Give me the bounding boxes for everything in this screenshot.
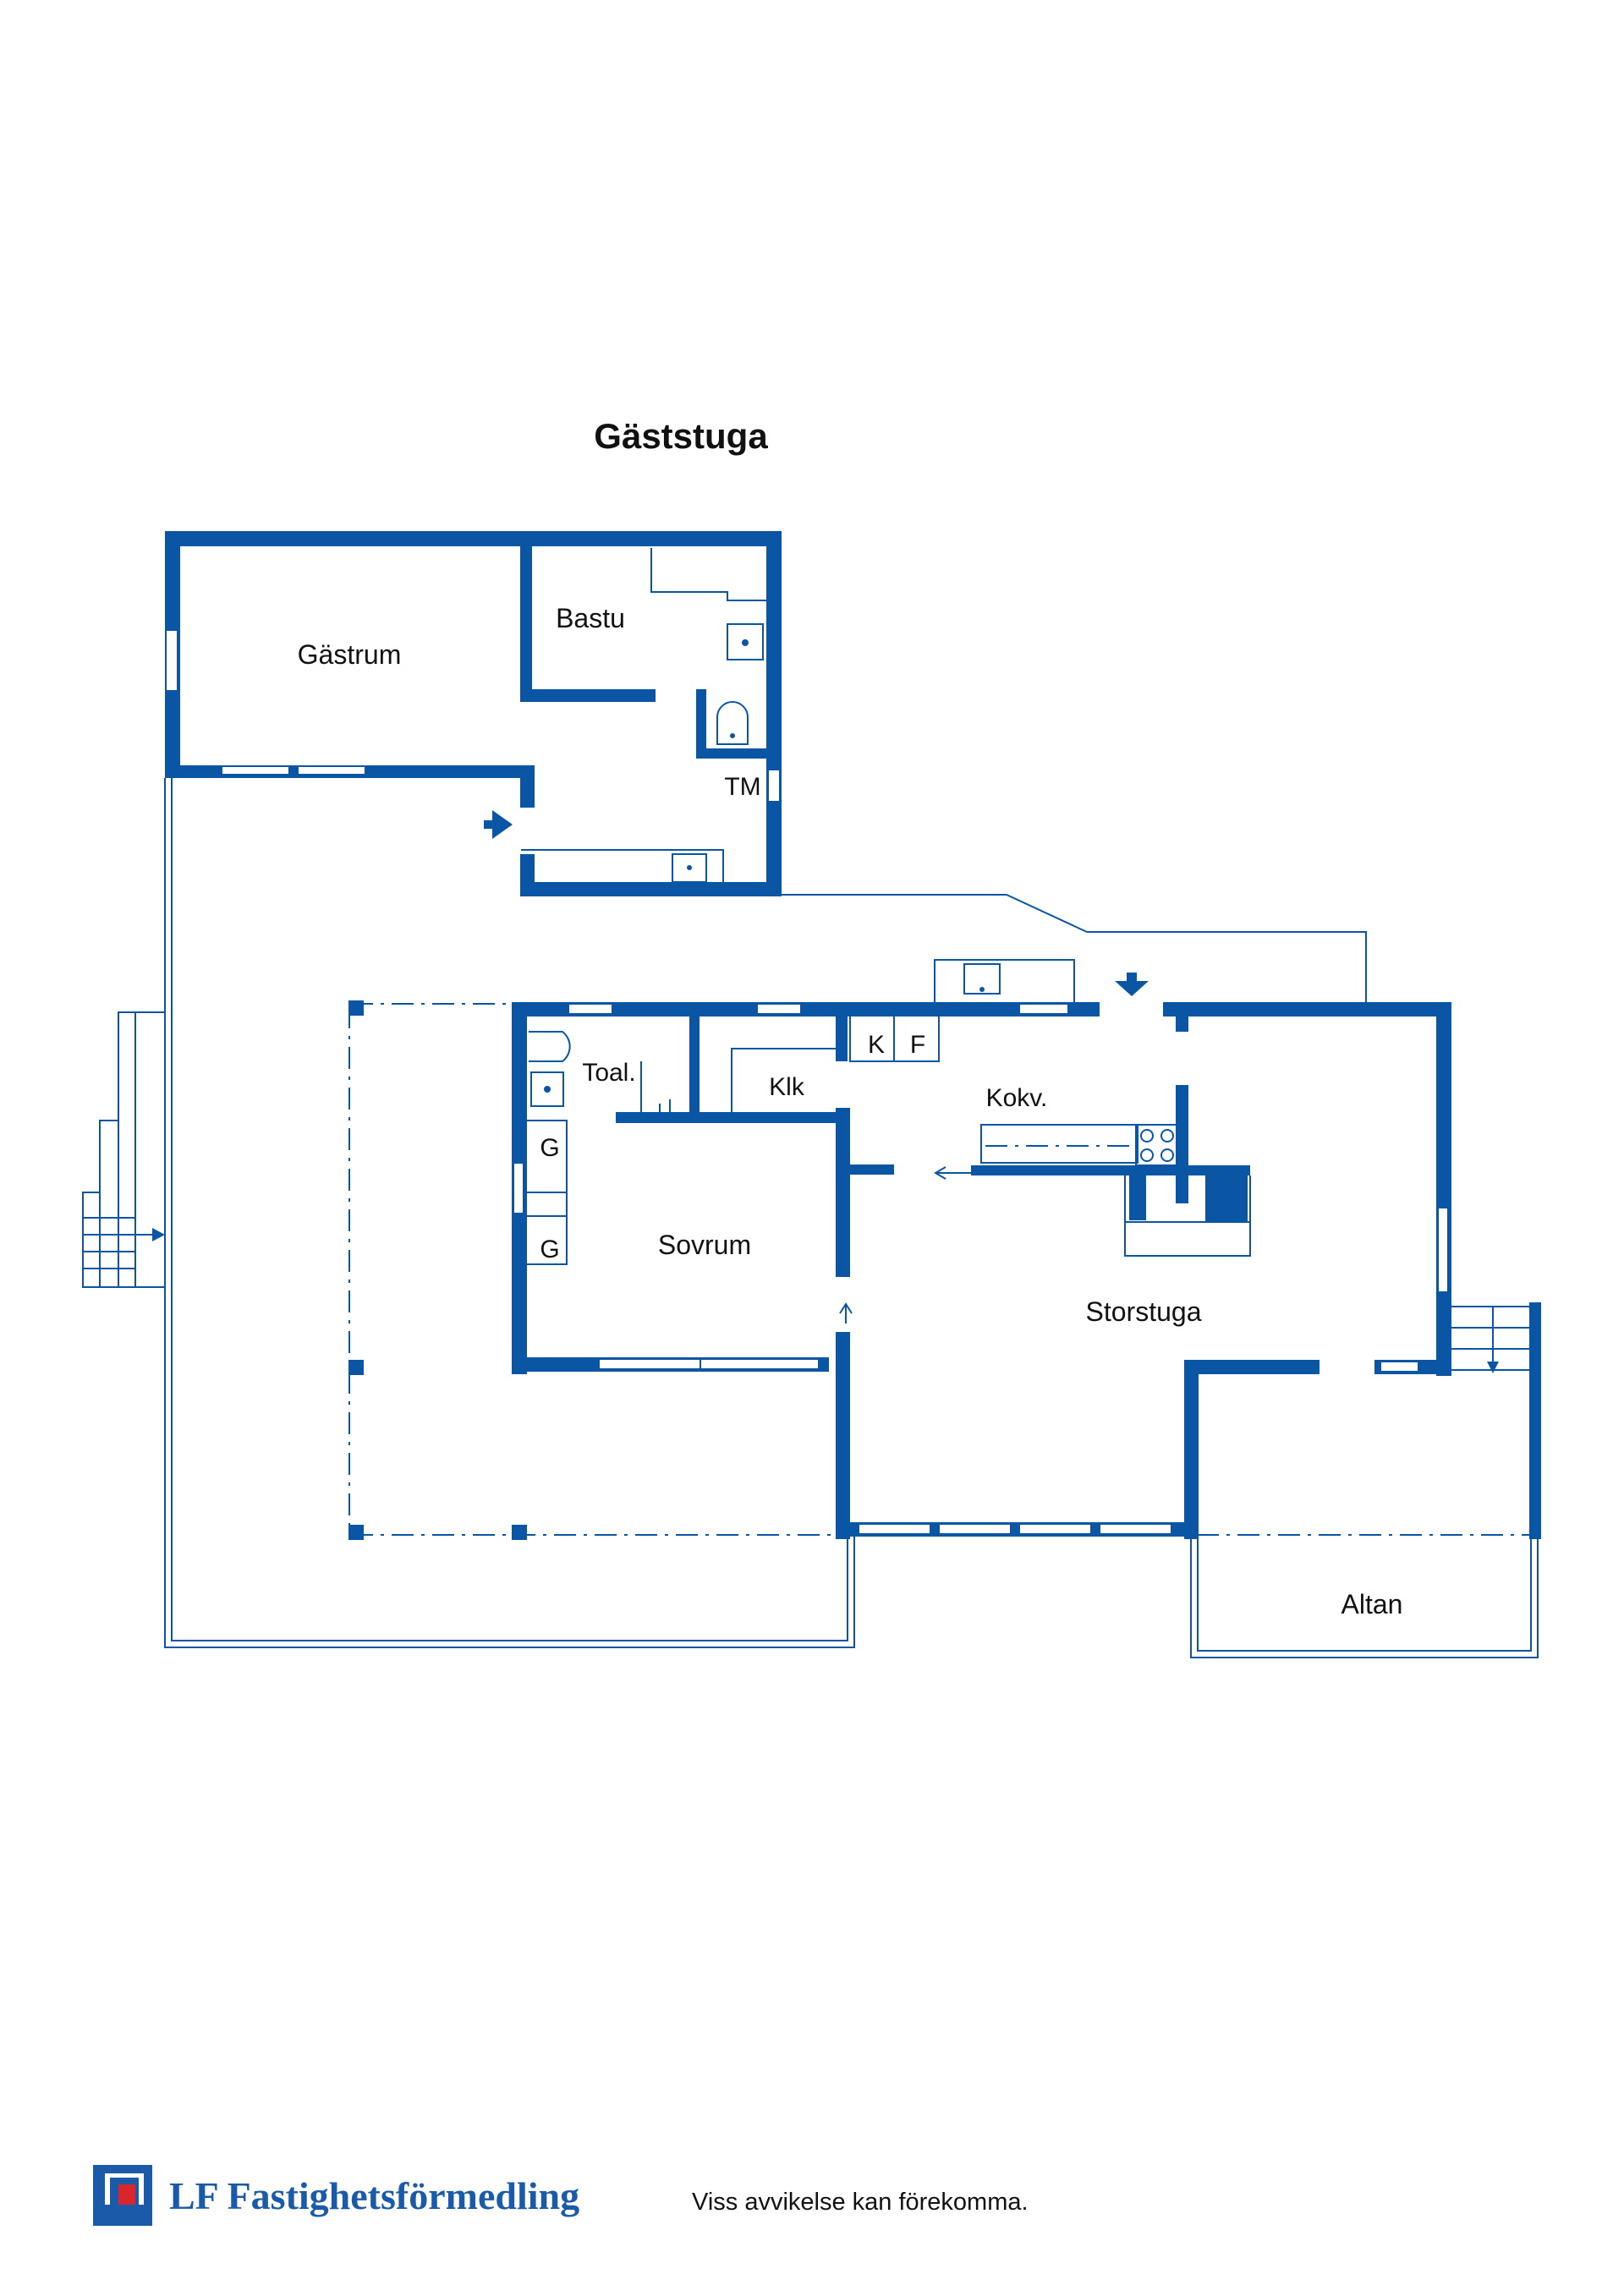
main-wing <box>348 959 1541 1658</box>
room-g1: G <box>540 1134 559 1162</box>
room-kokv: Kokv. <box>986 1084 1048 1112</box>
disclaimer: Viss avvikelse kan förekomma. <box>692 2189 1029 2216</box>
deck-outline <box>82 778 1367 1648</box>
guest-wing <box>165 531 782 896</box>
room-tm: TM <box>724 773 760 801</box>
room-klk: Klk <box>769 1073 805 1101</box>
room-toal: Toal. <box>582 1059 635 1087</box>
brand-logo <box>93 2165 152 2226</box>
brand-name: LF Fastighetsförmedling <box>169 2174 579 2217</box>
plan-title: Gäststuga <box>594 416 768 456</box>
room-labels: Gästrum Bastu TM Toal. Klk K F Kokv. G G… <box>298 603 1403 1619</box>
room-sovrum: Sovrum <box>658 1230 751 1260</box>
room-bastu: Bastu <box>556 603 625 633</box>
room-k: K <box>868 1031 885 1059</box>
room-altan: Altan <box>1341 1589 1403 1619</box>
room-storstuga: Storstuga <box>1086 1296 1202 1327</box>
room-f: F <box>910 1031 925 1059</box>
room-gastrum: Gästrum <box>298 639 402 670</box>
room-g2: G <box>540 1236 559 1263</box>
